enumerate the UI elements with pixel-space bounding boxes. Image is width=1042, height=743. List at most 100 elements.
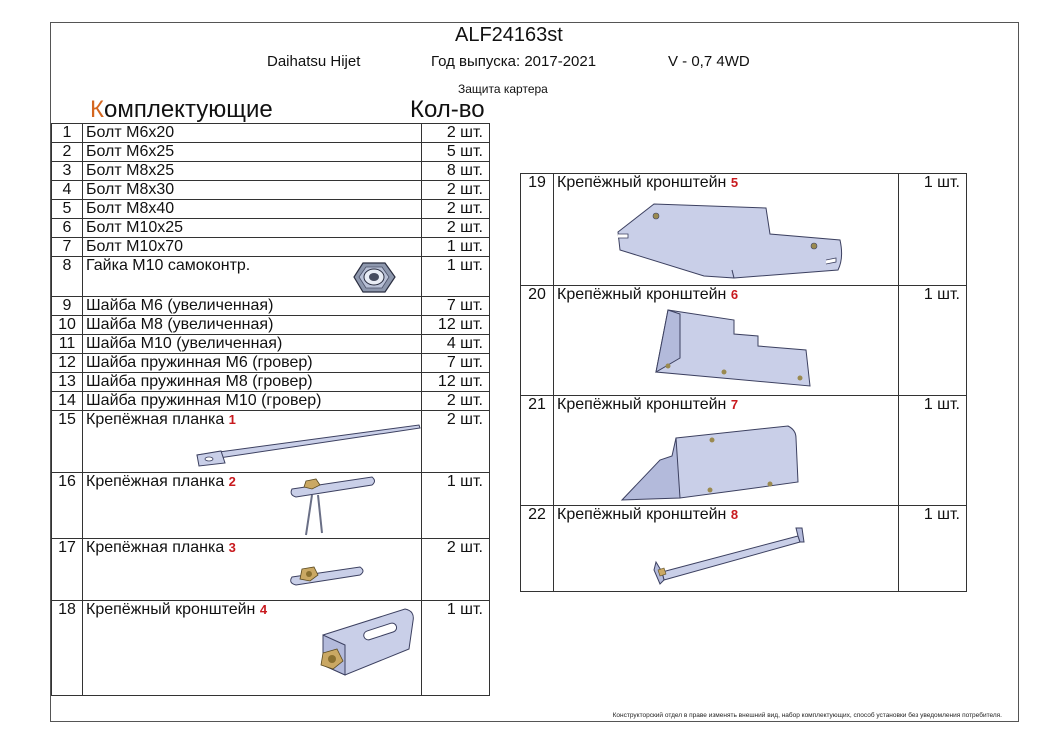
engine-spec: V - 0,7 4WD — [668, 53, 750, 70]
product-subtitle: Защита картера — [458, 82, 548, 96]
item-name-cell: Крепёжная планка 1 — [82, 410, 422, 473]
components-table-right: 19 Крепёжный кронштейн 5 1 шт. 20 Крепёж… — [520, 173, 967, 592]
mounting-bracket-8-icon — [653, 527, 805, 585]
item-qty: 12 шт. — [421, 372, 490, 392]
item-name: Крепёжный кронштейн — [86, 601, 256, 618]
item-name: Болт М6х25 — [82, 142, 422, 162]
item-name: Шайба пружинная М6 (гровер) — [82, 353, 422, 373]
item-number: 21 — [520, 395, 554, 506]
item-qty: 1 шт. — [898, 505, 967, 592]
item-number: 6 — [51, 218, 83, 238]
item-name: Шайба М10 (увеличенная) — [82, 334, 422, 354]
item-qty: 2 шт. — [421, 218, 490, 238]
part-mark: 6 — [730, 287, 739, 302]
item-number: 1 — [51, 123, 83, 143]
production-years: Год выпуска: 2017-2021 — [431, 53, 597, 70]
item-qty: 2 шт. — [421, 538, 490, 601]
part-mark: 1 — [228, 412, 236, 427]
item-qty: 5 шт. — [421, 142, 490, 162]
part-mark: 2 — [228, 474, 236, 489]
mounting-bracket-6-icon — [655, 309, 811, 387]
quantity-heading: Кол-во — [410, 96, 485, 123]
item-name: Болт М8х25 — [82, 161, 422, 181]
item-number: 10 — [51, 315, 83, 335]
part-mark: 3 — [228, 540, 236, 555]
item-name: Крепёжный кронштейн — [557, 174, 727, 191]
item-name-cell: Крепёжный кронштейн 7 — [553, 395, 899, 506]
item-qty: 2 шт. — [421, 199, 490, 219]
item-name: Крепёжный кронштейн — [557, 396, 727, 413]
table-row: 16 Крепёжная планка 2 1 шт. — [51, 472, 490, 539]
item-name-cell: Крепёжная планка 2 — [82, 472, 422, 539]
item-name: Болт М6х20 — [82, 123, 422, 143]
item-name: Шайба М8 (увеличенная) — [82, 315, 422, 335]
item-number: 11 — [51, 334, 83, 354]
item-qty: 2 шт. — [421, 391, 490, 411]
item-number: 8 — [51, 256, 83, 297]
item-qty: 1 шт. — [421, 472, 490, 539]
table-row: 15 Крепёжная планка 1 2 шт. — [51, 410, 490, 473]
item-name-cell: Крепёжный кронштейн 6 — [553, 285, 899, 396]
components-heading: Комплектующие — [90, 96, 273, 124]
part-mark: 5 — [730, 175, 739, 190]
item-qty: 1 шт. — [898, 395, 967, 506]
item-name: Шайба пружинная М10 (гровер) — [82, 391, 422, 411]
item-qty: 7 шт. — [421, 353, 490, 373]
item-qty: 7 шт. — [421, 296, 490, 316]
part-mark: 8 — [730, 507, 739, 522]
mounting-plate-1-icon — [196, 424, 421, 467]
item-name: Гайка М10 самоконтр. — [86, 257, 251, 274]
item-name-cell: Крепёжный кронштейн 5 — [553, 173, 899, 286]
table-row: 22 Крепёжный кронштейн 8 1 шт. — [520, 505, 967, 592]
components-heading-rest: омплектующие — [103, 96, 273, 123]
item-name: Болт М10х25 — [82, 218, 422, 238]
disclaimer-footnote: Конструкторский отдел в праве изменять в… — [612, 712, 1002, 719]
item-qty: 2 шт. — [421, 123, 490, 143]
item-qty: 1 шт. — [421, 237, 490, 257]
item-name: Болт М10х70 — [82, 237, 422, 257]
item-qty: 8 шт. — [421, 161, 490, 181]
item-name-cell: Крепёжная планка 3 — [82, 538, 422, 601]
item-number: 4 — [51, 180, 83, 200]
table-row: 19 Крепёжный кронштейн 5 1 шт. — [520, 173, 967, 286]
mounting-plate-3-icon — [290, 566, 364, 586]
mounting-bracket-5-icon — [617, 203, 843, 279]
nut-icon — [353, 262, 396, 293]
item-number: 13 — [51, 372, 83, 392]
item-number: 7 — [51, 237, 83, 257]
item-name: Крепёжная планка — [86, 539, 225, 556]
item-number: 5 — [51, 199, 83, 219]
item-name-cell: Крепёжный кронштейн 4 — [82, 600, 422, 696]
mounting-plate-2-icon — [290, 476, 375, 536]
vehicle-model: Daihatsu Hijet — [267, 53, 361, 70]
item-number: 12 — [51, 353, 83, 373]
item-name: Крепёжный кронштейн — [557, 286, 727, 303]
item-number: 14 — [51, 391, 83, 411]
item-number: 16 — [51, 472, 83, 539]
item-name: Болт М8х40 — [82, 199, 422, 219]
item-qty: 1 шт. — [898, 285, 967, 396]
item-number: 19 — [520, 173, 554, 286]
item-qty: 1 шт. — [898, 173, 967, 286]
item-number: 15 — [51, 410, 83, 473]
item-name: Шайба пружинная М8 (гровер) — [82, 372, 422, 392]
item-number: 9 — [51, 296, 83, 316]
item-number: 3 — [51, 161, 83, 181]
item-name: Крепёжная планка — [86, 411, 225, 428]
part-mark: 4 — [259, 602, 268, 617]
item-name: Крепёжная планка — [86, 473, 225, 490]
item-number: 22 — [520, 505, 554, 592]
part-mark: 7 — [730, 397, 739, 412]
